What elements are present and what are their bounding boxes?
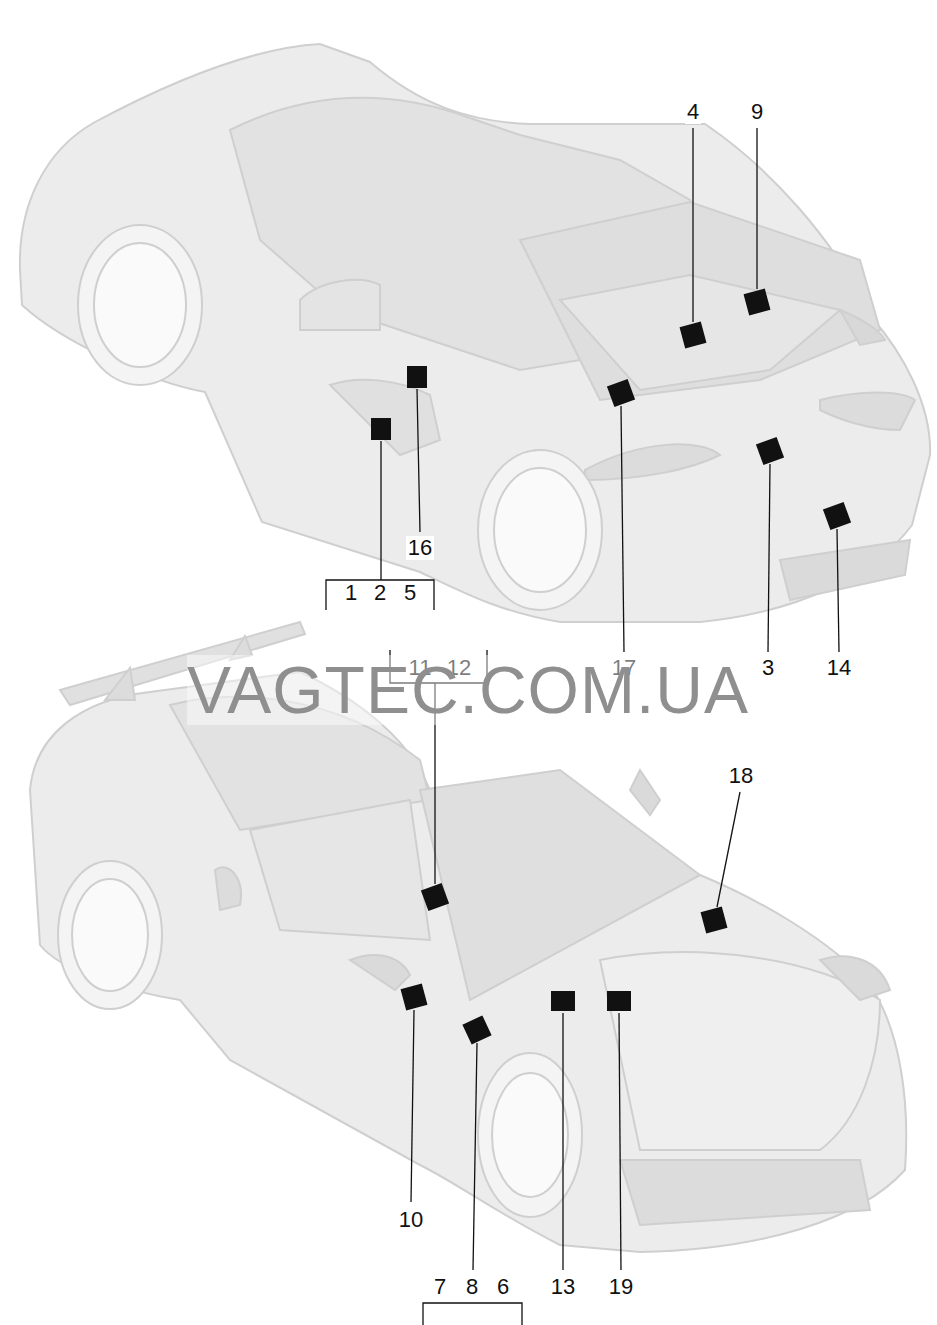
callout-number: 10 bbox=[397, 1208, 425, 1232]
watermark: VAGTEC.COM.UA bbox=[187, 655, 749, 725]
callout-number: 6 bbox=[495, 1275, 511, 1299]
callout-number: 5 bbox=[402, 581, 418, 605]
callout-number: 13 bbox=[549, 1275, 577, 1299]
callout-number: 1 bbox=[343, 581, 359, 605]
callout-number: 9 bbox=[749, 100, 765, 124]
callout-number: 8 bbox=[464, 1275, 480, 1299]
callout-number: 4 bbox=[685, 100, 701, 124]
callout-number: 3 bbox=[760, 656, 776, 680]
callout-number: 2 bbox=[372, 581, 388, 605]
callout-number: 19 bbox=[607, 1275, 635, 1299]
callout-number: 16 bbox=[406, 536, 434, 560]
callout-number: 7 bbox=[432, 1275, 448, 1299]
callout-number: 14 bbox=[825, 656, 853, 680]
callout-number: 18 bbox=[727, 764, 755, 788]
leader-line bbox=[326, 128, 839, 1325]
